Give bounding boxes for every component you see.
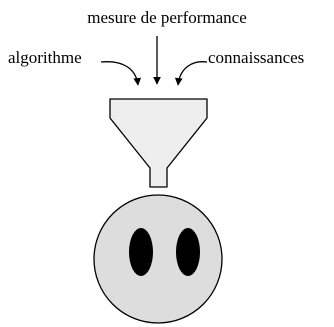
- label-performance-measure: mesure de performance: [87, 8, 247, 27]
- funnel: [109, 98, 208, 188]
- arrow-knowledge: [174, 61, 208, 86]
- label-algorithm: algorithme: [8, 48, 82, 67]
- head: [93, 194, 223, 324]
- label-knowledge: connaissances: [208, 48, 305, 67]
- left-eye: [129, 228, 153, 276]
- arrow-algorithm: [100, 61, 142, 86]
- right-eye: [176, 228, 200, 276]
